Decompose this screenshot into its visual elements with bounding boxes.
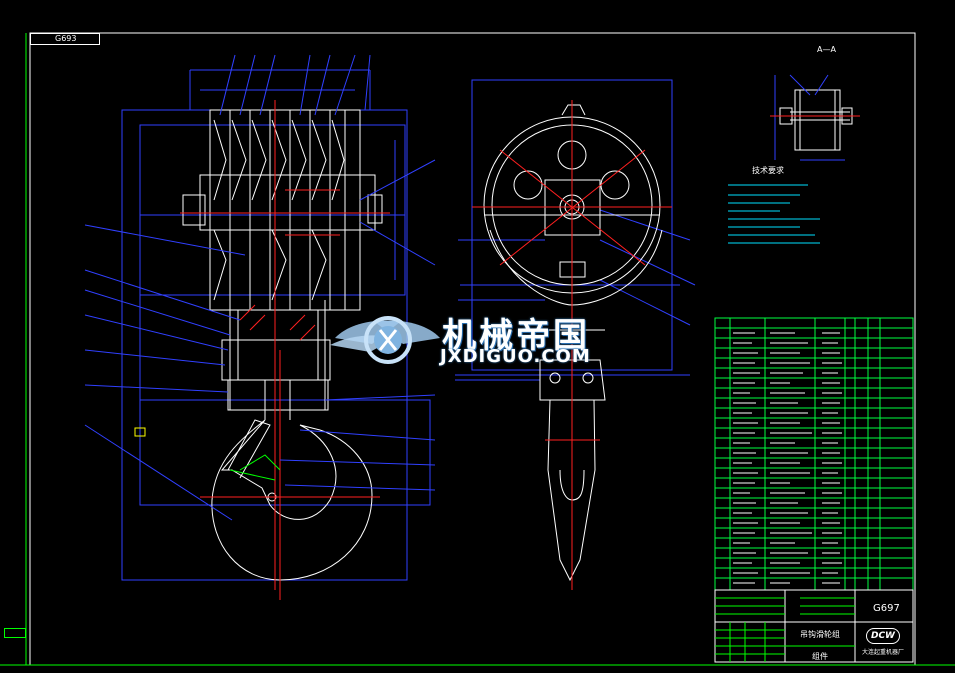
tech-requirements-title: 技术要求: [752, 166, 784, 175]
watermark-en-text: JXDIGUO.COM: [440, 346, 591, 367]
pulley-block-section-view: [84, 54, 436, 600]
watermark-cn-text: 机械帝国: [442, 316, 590, 356]
section-a-a-label: A—A: [817, 45, 836, 54]
corner-tag: [4, 628, 26, 638]
sheet-code-text: G693: [55, 34, 77, 43]
pulley-block-side-view: [455, 79, 696, 590]
title-block: [714, 589, 914, 663]
section-a-a-view: [770, 74, 860, 161]
manufacturer-logo: DCW: [866, 628, 900, 644]
parts-list-table: [714, 317, 914, 591]
watermark-gear-icon: [330, 316, 440, 364]
sheet-border: [0, 32, 955, 666]
tech-requirements-block: [728, 184, 820, 244]
title-block-material: 组件: [812, 652, 828, 661]
parts-list-cell-marks: [733, 332, 842, 584]
sheet-code-tag: G693: [30, 33, 100, 45]
manufacturer-name: 大连起重机器厂: [862, 649, 905, 656]
title-block-part-name: 吊钩滑轮组: [800, 630, 840, 639]
title-block-drawing-code: G697: [873, 603, 900, 614]
watermark-logo: 机械帝国 JXDIGUO.COM: [332, 300, 632, 380]
